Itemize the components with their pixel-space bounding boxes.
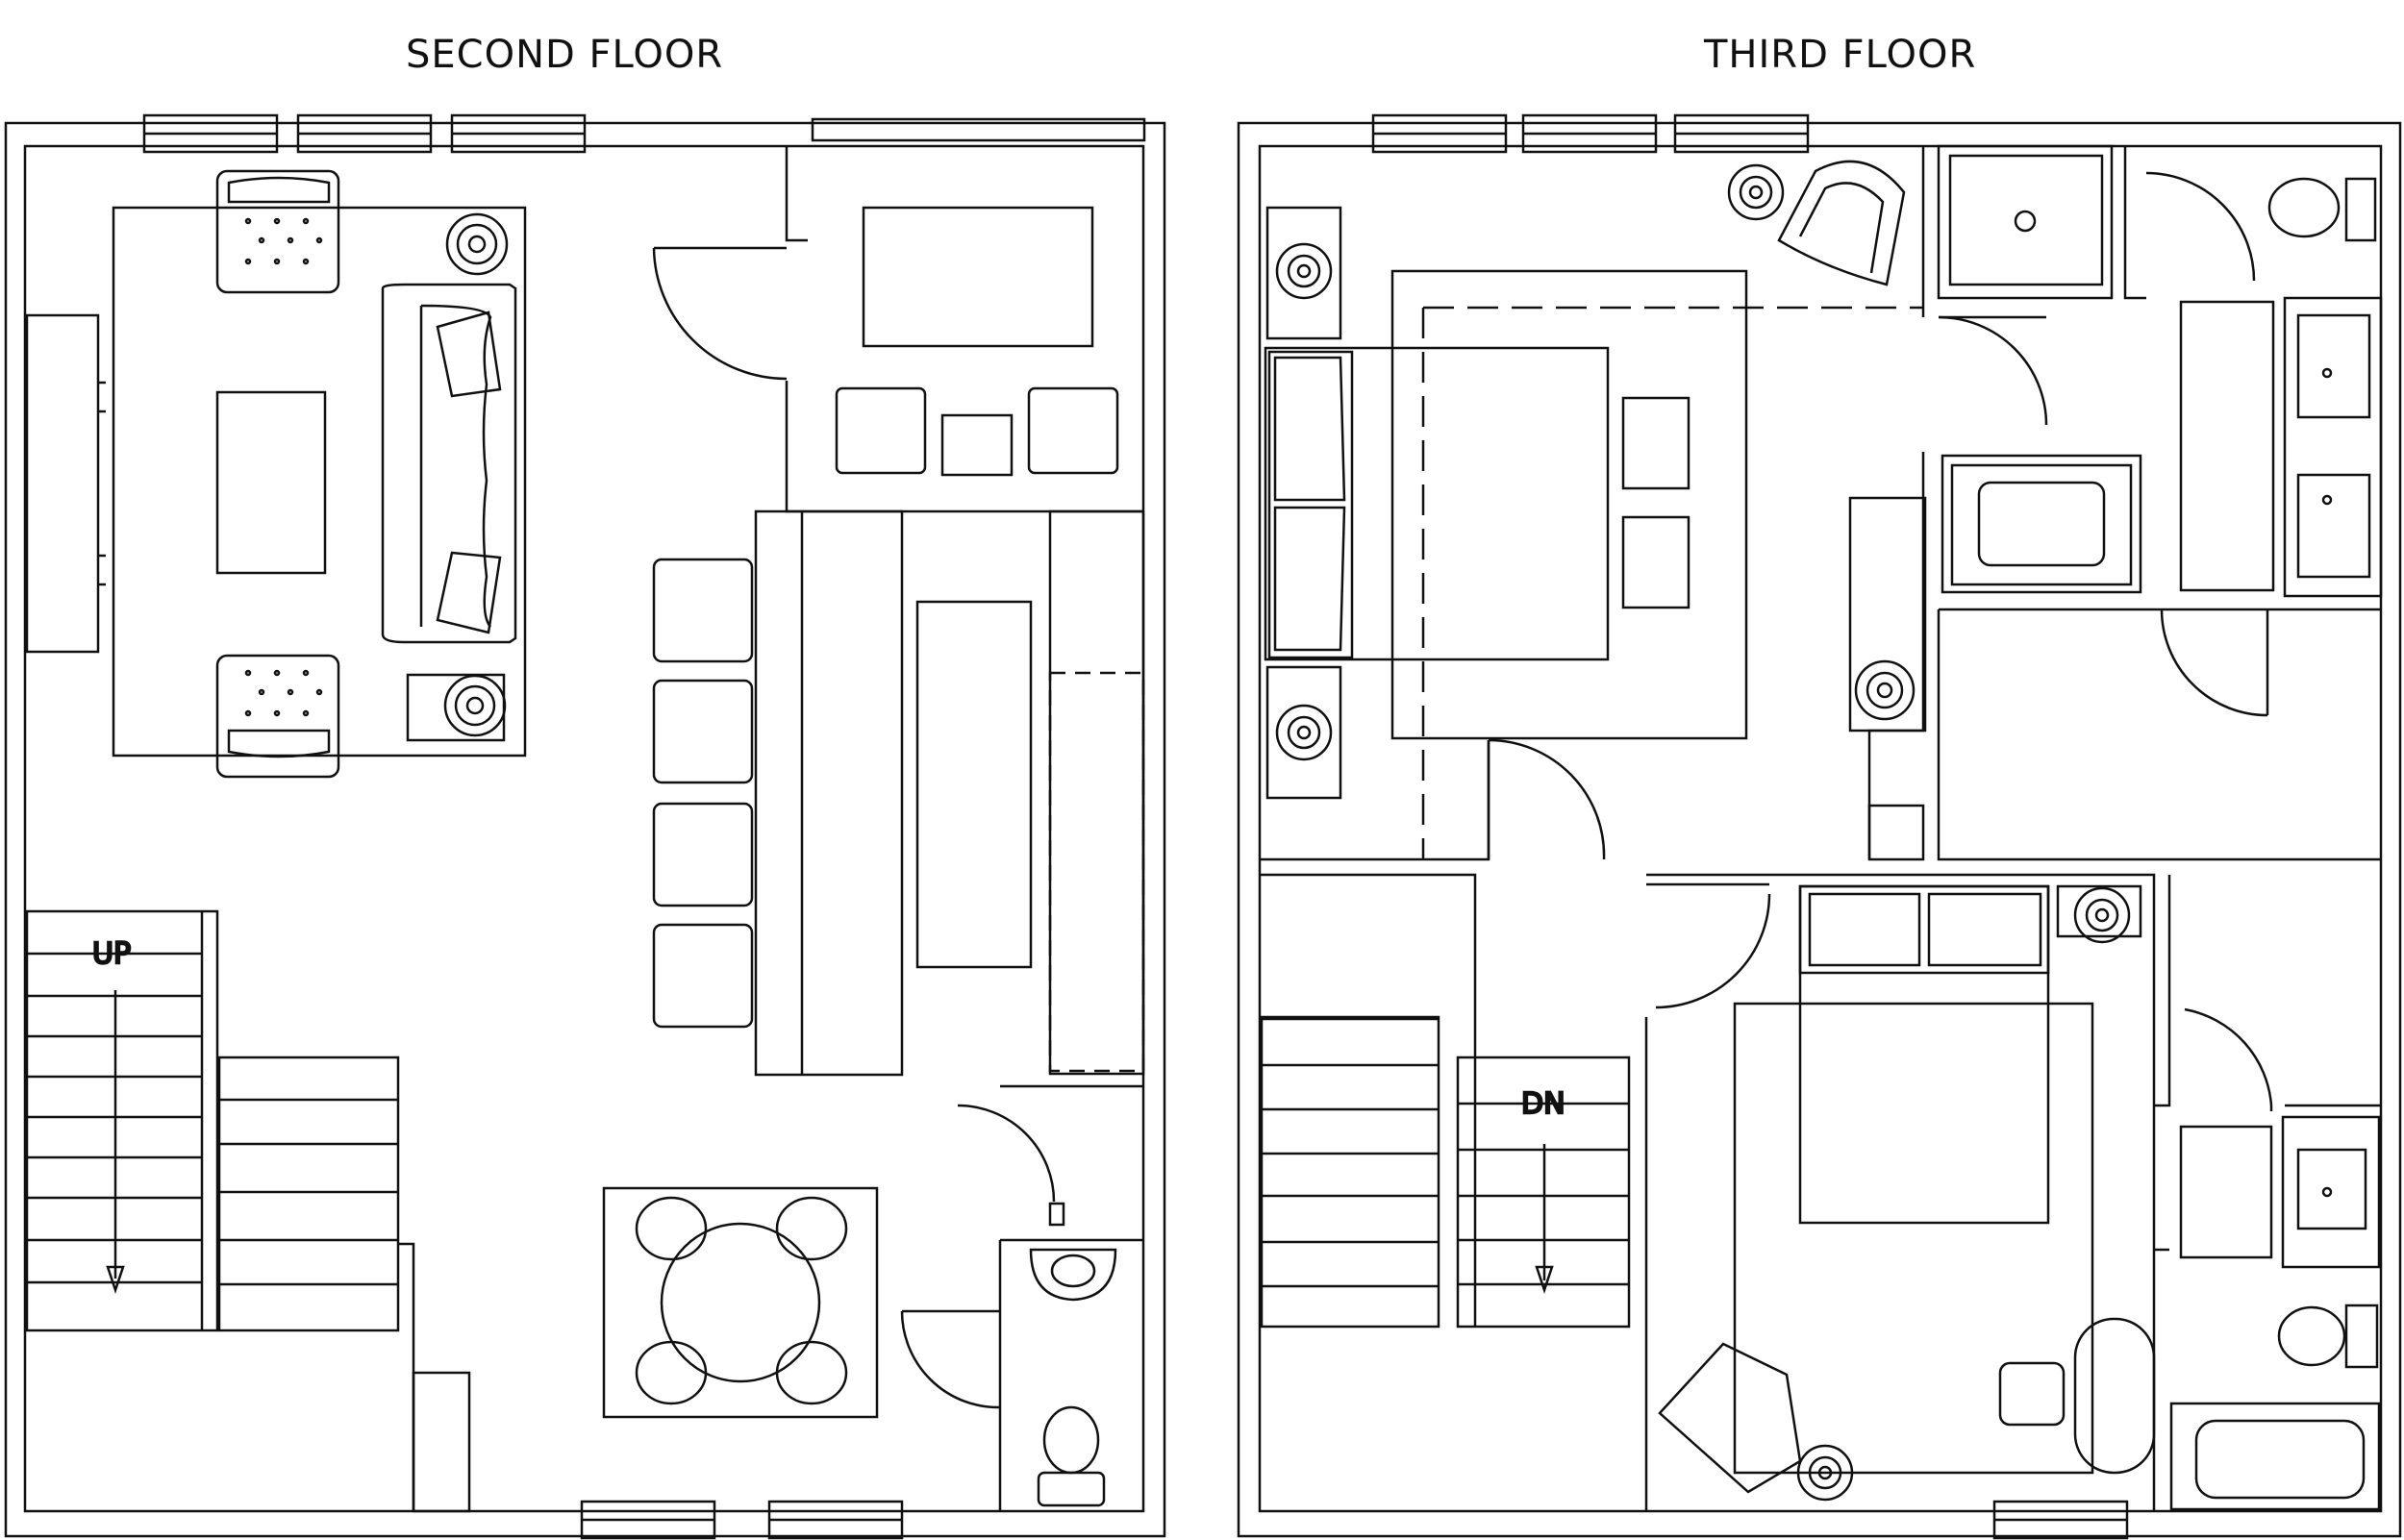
armchair-top	[215, 169, 340, 294]
desk	[2073, 1317, 2156, 1475]
double-vanity	[2283, 296, 2383, 598]
office-chair-left	[835, 386, 927, 475]
bar-stool-1	[652, 558, 754, 663]
second-bathtub	[2169, 1402, 2381, 1511]
second-floor-top-windows	[142, 113, 1146, 154]
second-nightstand	[2056, 884, 2142, 938]
second-bedroom	[1644, 873, 2156, 1511]
media-console	[25, 313, 100, 654]
third-floor-plan: DN	[1237, 113, 2402, 1540]
dining-rug	[602, 1186, 879, 1419]
second-vanity	[2281, 1115, 2381, 1269]
office-side-table	[940, 413, 1014, 477]
office-rug	[862, 206, 1094, 348]
bathtub	[1941, 454, 2142, 594]
lounge-chair	[1777, 160, 1906, 286]
second-bath-toilet	[2277, 1305, 2346, 1367]
powder-room	[900, 1084, 1143, 1511]
third-floor-title: THIRD FLOOR	[1704, 33, 1977, 77]
office-room	[652, 146, 1143, 513]
sofa	[381, 283, 517, 644]
nightstand-bottom	[1265, 665, 1342, 800]
second-bath	[2154, 875, 2381, 1511]
kitchen-cabinet	[1048, 671, 1145, 1073]
third-floor-inner-wall	[1258, 144, 2383, 1513]
second-floor-stairs	[25, 909, 471, 1513]
powder-room-toilet	[1042, 1405, 1100, 1475]
second-bed	[1798, 884, 2050, 1225]
stair-down-label: DN	[1521, 1087, 1565, 1121]
primary-bed	[1264, 346, 1610, 661]
living-room-rug	[112, 206, 527, 758]
side-table-lamp-bottom	[406, 673, 507, 742]
kitchen	[652, 509, 1145, 1077]
dining-area	[602, 1186, 879, 1419]
bar-stool-3	[652, 802, 754, 907]
bar-stool-4	[652, 923, 754, 1029]
coffee-table	[215, 390, 327, 575]
bar-stool-2	[652, 679, 754, 784]
second-floor-plan: UP	[4, 113, 1166, 1540]
third-floor-stairs	[1260, 873, 1631, 1329]
shower	[1937, 144, 2114, 300]
armchair-bottom	[215, 654, 340, 779]
third-floor-outer-wall	[1237, 121, 2402, 1538]
dining-table	[660, 1222, 821, 1383]
kitchen-island	[754, 509, 904, 1077]
kitchen-counter	[1048, 509, 1145, 1076]
second-floor-bottom-windows	[580, 1500, 904, 1540]
second-bedroom-chair	[1658, 1342, 1802, 1494]
second-floor-inner-wall	[23, 144, 1145, 1513]
second-floor-outer-wall	[4, 121, 1166, 1538]
side-table-lamp-top	[445, 212, 509, 276]
lamp-corner	[1727, 163, 1785, 221]
third-floor-top-windows	[1371, 113, 1810, 154]
nightstand-top	[1265, 206, 1342, 340]
powder-room-sink	[1029, 1248, 1117, 1302]
third-floor-bottom-windows	[1992, 1500, 2129, 1540]
range-top	[915, 600, 1033, 969]
stair-up-label: UP	[92, 937, 131, 971]
primary-bedroom	[1260, 160, 1927, 861]
office-chair-right	[1027, 386, 1119, 475]
second-bedroom-rug	[1733, 1002, 2094, 1475]
ensuite-toilet	[2267, 177, 2341, 238]
second-floor-title: SECOND FLOOR	[406, 33, 724, 77]
desk-chair	[1998, 1361, 2066, 1427]
ensuite-bath	[1867, 144, 2383, 861]
